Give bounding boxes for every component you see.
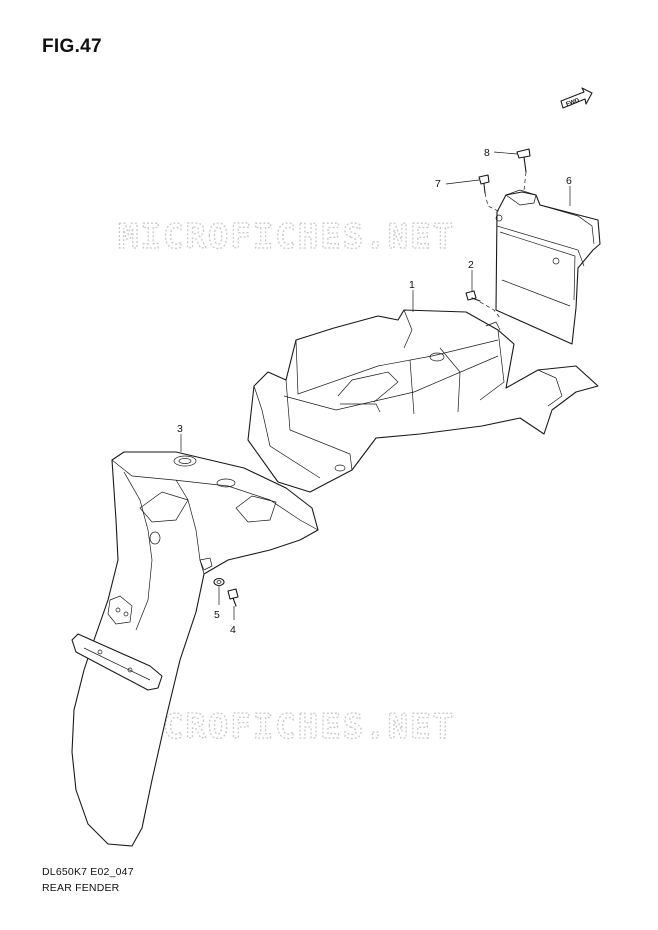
assembly-line-2 xyxy=(479,301,501,319)
figure-name: REAR FENDER xyxy=(42,882,120,894)
part-label-7: 7 xyxy=(435,178,441,190)
figure-title: FIG.47 xyxy=(42,36,102,57)
part-2-bolt xyxy=(465,290,481,302)
part-3-fender xyxy=(71,451,319,847)
part-7-bolt xyxy=(478,174,490,194)
part-label-6: 6 xyxy=(566,175,572,187)
part-8-screw xyxy=(516,148,531,173)
part-label-5: 5 xyxy=(214,609,220,621)
part-label-2: 2 xyxy=(468,259,474,271)
part-5-washer xyxy=(213,577,225,587)
model-code: DL650K7 E02_047 xyxy=(42,866,134,878)
assembly-line-8 xyxy=(523,171,527,191)
assembly-line-7 xyxy=(484,192,501,213)
fwd-arrow-icon: FWD xyxy=(560,87,593,109)
watermark-top: MICROFICHES.NET xyxy=(118,217,455,257)
part-1-tray xyxy=(247,309,599,493)
part-label-4: 4 xyxy=(230,624,236,636)
part-label-8: 8 xyxy=(484,147,490,159)
part-4-bolt xyxy=(227,588,239,607)
watermark-bottom: MICROFICHES.NET xyxy=(118,707,455,747)
part-label-3: 3 xyxy=(177,423,183,435)
part-6-box xyxy=(495,189,601,345)
leader-7 xyxy=(445,179,480,185)
part-label-1: 1 xyxy=(409,279,415,291)
fwd-badge-text: FWD xyxy=(565,97,581,108)
leader-8 xyxy=(493,151,518,155)
